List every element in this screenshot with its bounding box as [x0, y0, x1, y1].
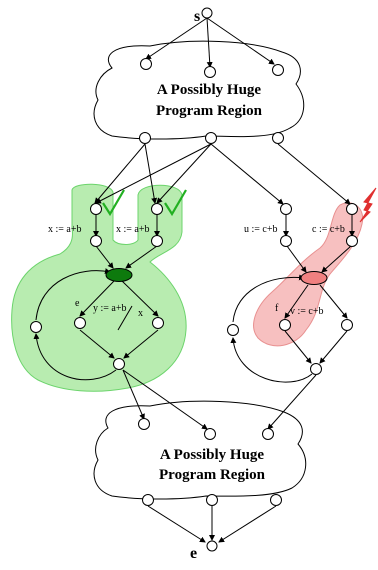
node [90, 235, 102, 247]
node [138, 418, 150, 430]
node [113, 358, 125, 370]
top-region-title-line1: A Possibly Huge [157, 82, 262, 98]
node [74, 317, 86, 329]
node [227, 324, 239, 336]
node-s [201, 7, 213, 19]
check-mark-icon [164, 189, 187, 217]
node [151, 235, 163, 247]
node [142, 494, 154, 506]
bottom-region-title-line1: A Possibly Huge [160, 447, 265, 463]
edge-x-label: x [138, 308, 143, 319]
flow-edges [33, 17, 355, 543]
node [204, 428, 216, 440]
node [262, 428, 274, 440]
node [341, 319, 353, 331]
node [310, 363, 322, 375]
assign-y-label: y := a+b [93, 303, 127, 314]
lightning-icon [359, 187, 377, 223]
check-mark-icon [102, 189, 125, 217]
node [152, 317, 164, 329]
node [280, 235, 292, 247]
green-insertion-node [105, 268, 133, 282]
assign-c-label: c := c+b [312, 224, 345, 235]
node [140, 58, 152, 70]
node [206, 494, 218, 506]
assign-u-label: u := c+b [244, 224, 278, 235]
edge-f-label: f [275, 303, 279, 314]
end-node-label: e [190, 545, 197, 562]
assign-x-right-label: x := a+b [116, 224, 150, 235]
node [346, 235, 358, 247]
assign-x-left-label: x := a+b [48, 224, 82, 235]
assign-v-label: v := c+b [290, 306, 324, 317]
node [346, 203, 358, 215]
node [139, 132, 151, 144]
node-e [206, 540, 218, 552]
red-insertion-node [300, 271, 328, 285]
node [90, 203, 102, 215]
edge-e-label: e [75, 298, 80, 309]
node [280, 203, 292, 215]
node [270, 494, 282, 506]
start-node-label: s [194, 8, 200, 25]
green-safe-region [11, 183, 187, 392]
top-region-title-line2: Program Region [156, 103, 263, 119]
bottom-region-title-line2: Program Region [159, 467, 266, 483]
node [204, 66, 216, 78]
node [30, 321, 42, 333]
node [272, 64, 284, 76]
node [279, 319, 291, 331]
flow-nodes [30, 7, 358, 552]
node [205, 132, 217, 144]
node [272, 132, 284, 144]
node [151, 203, 163, 215]
